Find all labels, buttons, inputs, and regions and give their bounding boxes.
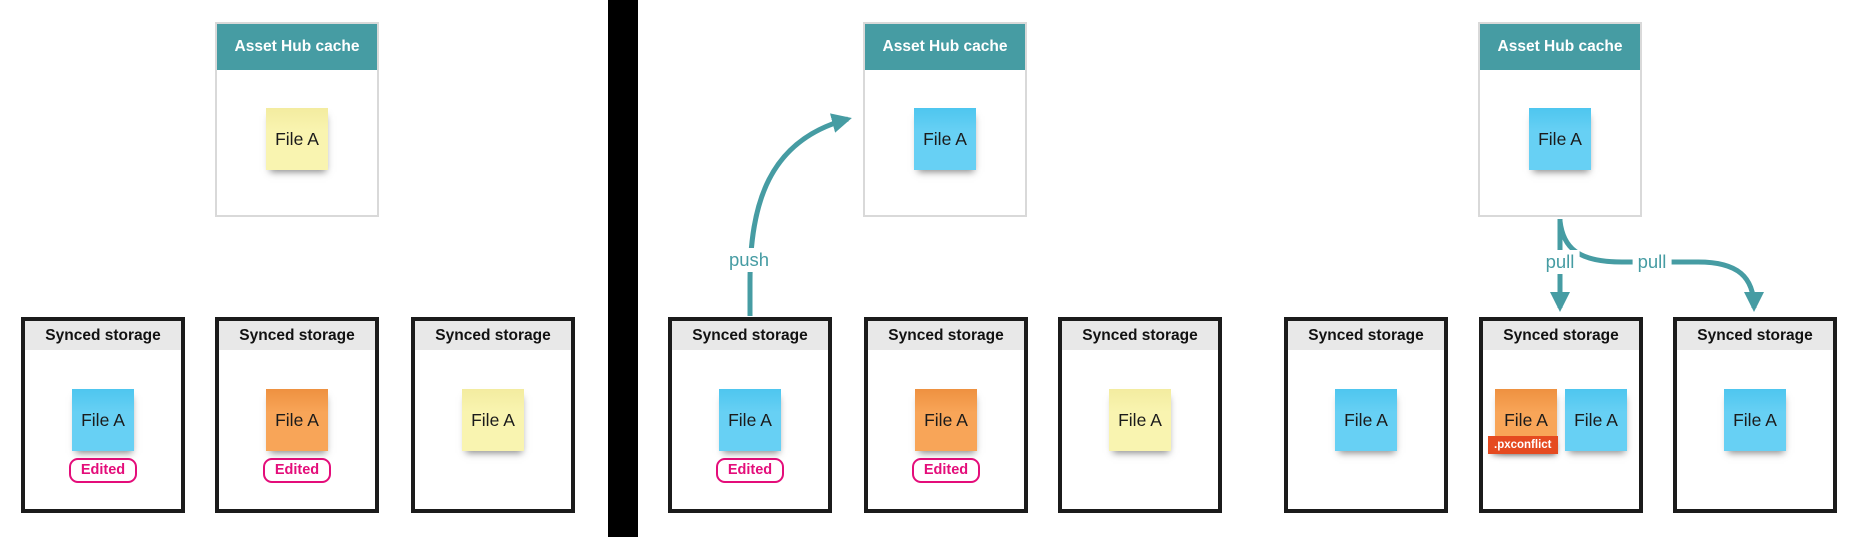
sticky-row: File A .pxconflict File A xyxy=(1488,389,1627,454)
sticky-note-orange: File A .pxconflict xyxy=(1488,389,1558,454)
cache-body: File A xyxy=(1480,70,1640,215)
sticky-label: File A xyxy=(275,128,319,149)
sticky-note-yellow: File A xyxy=(266,108,328,170)
storage-title: Synced storage xyxy=(435,326,551,344)
sticky-note-blue: File A xyxy=(72,389,134,451)
sticky-row: File A xyxy=(1109,389,1171,451)
sticky-note-blue: File A xyxy=(1724,389,1786,451)
edited-badge: Edited xyxy=(911,458,981,483)
storage-title: Synced storage xyxy=(45,326,161,344)
sticky-label: File A xyxy=(1118,409,1162,430)
sticky-label: File A xyxy=(81,409,125,430)
sticky-note-blue: File A xyxy=(719,389,781,451)
storage-header: Synced storage xyxy=(219,321,375,350)
arrow-label-pull: pull xyxy=(1632,250,1672,274)
cache-body: File A xyxy=(865,70,1025,215)
storage-body: File A xyxy=(415,350,571,509)
cache-title: Asset Hub cache xyxy=(882,38,1008,55)
sticky-row: File A xyxy=(1724,389,1786,451)
sticky-note-blue: File A xyxy=(1335,389,1397,451)
sticky-row: File A xyxy=(462,389,524,451)
storage-body: File A Edited xyxy=(219,350,375,509)
edited-badge: Edited xyxy=(262,458,332,483)
sticky-label: File A xyxy=(275,409,319,430)
cache-title: Asset Hub cache xyxy=(1497,38,1623,55)
edited-badge: Edited xyxy=(68,458,138,483)
arrow-label-push: push xyxy=(723,248,775,272)
storage-title: Synced storage xyxy=(1308,326,1424,344)
cache-body: File A xyxy=(217,70,377,215)
cache-header: Asset Hub cache xyxy=(1480,24,1640,70)
storage-body: File A Edited xyxy=(868,350,1024,509)
cache-header: Asset Hub cache xyxy=(865,24,1025,70)
sticky-label: File A xyxy=(728,409,772,430)
sticky-label: File A xyxy=(923,128,967,149)
sticky-label: File A xyxy=(1574,409,1618,430)
storage-header: Synced storage xyxy=(1288,321,1444,350)
cache-title: Asset Hub cache xyxy=(234,38,360,55)
storage-title: Synced storage xyxy=(1082,326,1198,344)
storage-header: Synced storage xyxy=(415,321,571,350)
storage-body: File A xyxy=(1677,350,1833,509)
storage-title: Synced storage xyxy=(1697,326,1813,344)
cache-header: Asset Hub cache xyxy=(217,24,377,70)
arrow-label-pull: pull xyxy=(1540,250,1580,274)
sticky-row: File A xyxy=(1335,389,1397,451)
sticky-row: File A xyxy=(719,389,781,451)
sticky-label: File A xyxy=(1504,409,1548,430)
sticky-row: File A xyxy=(915,389,977,451)
sticky-note-yellow: File A xyxy=(462,389,524,451)
sticky-label: File A xyxy=(1538,128,1582,149)
sticky-row: File A xyxy=(72,389,134,451)
storage-body: File A .pxconflict File A xyxy=(1483,350,1639,509)
sticky-note-blue: File A xyxy=(1529,108,1591,170)
sticky-note-blue: File A xyxy=(1565,389,1627,451)
conflict-badge: .pxconflict xyxy=(1488,436,1558,454)
sticky-label: File A xyxy=(924,409,968,430)
sticky-note-orange: File A xyxy=(266,389,328,451)
sticky-note-blue: File A xyxy=(914,108,976,170)
sticky-label: File A xyxy=(1344,409,1388,430)
storage-header: Synced storage xyxy=(672,321,828,350)
sticky-note-yellow: File A xyxy=(1109,389,1171,451)
storage-title: Synced storage xyxy=(888,326,1004,344)
panel-divider xyxy=(608,0,638,537)
storage-body: File A Edited xyxy=(672,350,828,509)
storage-title: Synced storage xyxy=(1503,326,1619,344)
storage-body: File A xyxy=(1288,350,1444,509)
storage-header: Synced storage xyxy=(1062,321,1218,350)
push-arrow xyxy=(747,113,852,316)
storage-title: Synced storage xyxy=(692,326,808,344)
storage-header: Synced storage xyxy=(1677,321,1833,350)
storage-title: Synced storage xyxy=(239,326,355,344)
edited-badge: Edited xyxy=(715,458,785,483)
storage-header: Synced storage xyxy=(25,321,181,350)
sticky-label: File A xyxy=(1733,409,1777,430)
storage-header: Synced storage xyxy=(868,321,1024,350)
sticky-row: File A xyxy=(266,389,328,451)
storage-body: File A xyxy=(1062,350,1218,509)
storage-body: File A Edited xyxy=(25,350,181,509)
storage-header: Synced storage xyxy=(1483,321,1639,350)
sticky-note-orange: File A xyxy=(915,389,977,451)
sticky-label: File A xyxy=(471,409,515,430)
